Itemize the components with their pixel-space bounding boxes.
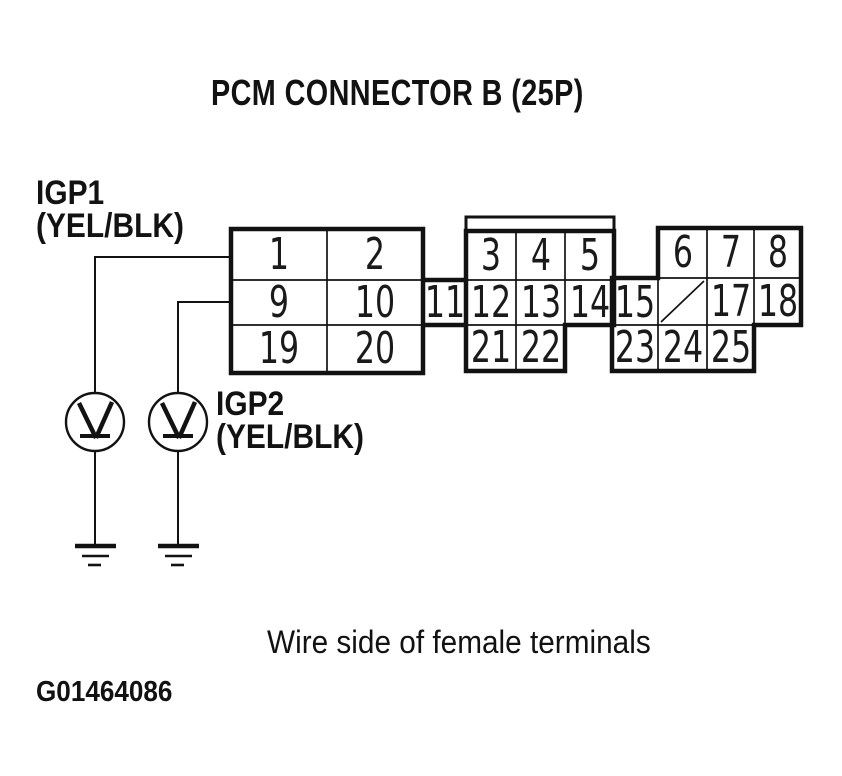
pin-cell-25: 25 [707,325,754,371]
caption: Wire side of female terminals [267,624,651,660]
pin-label-25: 25 [710,322,751,373]
pin-cell-19: 19 [231,325,327,373]
pin-16-omitted-cell [658,278,707,325]
pin-cell-15: 15 [612,280,658,325]
pin-label-15: 15 [614,276,656,328]
igp1-wire-color: (YEL/BLK) [36,207,184,245]
pin-cell-13: 13 [516,280,565,325]
pin-label-12: 12 [470,276,512,328]
ground-symbol-2 [158,451,199,567]
pin-label-11: 11 [424,276,466,328]
pin-label-5: 5 [579,229,600,281]
pin-label-17: 17 [710,275,751,327]
igp1-label: IGP1 (YEL/BLK) [36,174,184,245]
pin-label-9: 9 [268,276,290,328]
pin-cell-14: 14 [565,280,614,325]
voltmeter-2-icon [147,391,209,453]
pin-cell-9: 9 [231,280,327,325]
connector-right-block [609,225,804,374]
pin-cell-20: 20 [327,325,423,373]
pin-cell-6: 6 [658,228,707,278]
pin-cell-1: 1 [231,230,327,280]
pin-label-20: 20 [354,323,396,374]
pin-cell-2: 2 [327,230,423,280]
wire-igp2 [177,301,231,393]
voltmeter-1-icon [64,391,126,453]
pin-label-3: 3 [480,229,502,281]
pin-cell-24: 24 [658,325,707,371]
pin-label-4: 4 [530,229,551,281]
pin-cell-17: 17 [707,278,754,325]
pin-label-23: 23 [614,322,656,373]
pin-cell-22: 22 [516,325,565,371]
pin-label-19: 19 [258,323,300,374]
connector-middle-block [463,215,617,374]
pin-label-14: 14 [569,276,610,328]
pin-cell-3: 3 [466,231,516,280]
diagonal-slash-icon [660,280,705,323]
pin-label-6: 6 [672,227,693,278]
pin-cell-4: 4 [516,231,565,280]
pin-label-22: 22 [520,322,561,373]
pin-cell-11: 11 [423,280,467,325]
pin-cell-8: 8 [754,228,801,278]
pin-cell-7: 7 [707,228,754,278]
pin-cell-23: 23 [612,325,658,371]
pin-label-8: 8 [767,227,788,278]
pin-label-18: 18 [757,275,798,327]
pin-label-13: 13 [520,276,561,328]
pin-cell-18: 18 [754,278,801,325]
pin-label-7: 7 [720,227,741,278]
pin-cell-21: 21 [466,325,516,371]
igp2-name: IGP2 [216,385,285,423]
pin-cell-5: 5 [565,231,614,280]
igp2-wire-color: (YEL/BLK) [216,418,364,456]
pin-label-24: 24 [662,322,703,373]
figure-id: G01464086 [36,676,173,708]
pin-label-21: 21 [470,322,512,373]
pin-cell-12: 12 [466,280,516,325]
igp2-label: IGP2 (YEL/BLK) [216,385,364,456]
ground-symbol-1 [75,451,116,567]
pin-label-1: 1 [268,229,290,280]
wire-igp1 [94,256,231,393]
page-title: PCM CONNECTOR B (25P) [211,72,584,113]
pin-label-10: 10 [354,276,396,328]
igp1-name: IGP1 [36,174,105,212]
connector-bridge-cell-11 [421,277,468,328]
pin-label-2: 2 [364,229,386,280]
pin-cell-10: 10 [327,280,423,325]
